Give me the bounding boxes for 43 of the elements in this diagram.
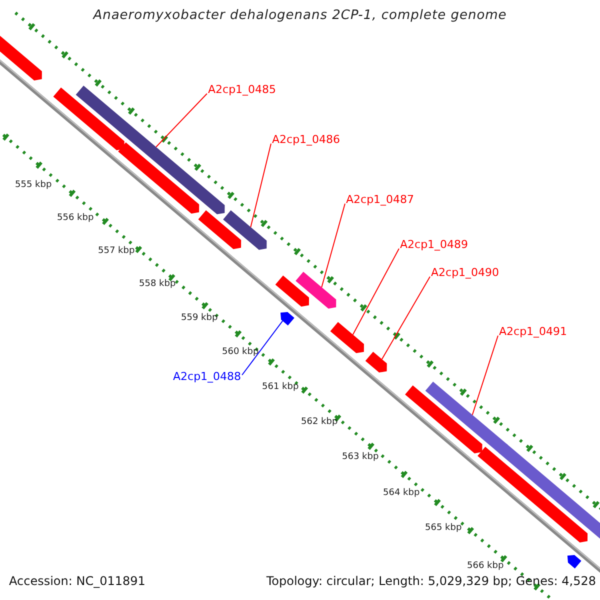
gene-feature [198,210,242,250]
tick-label: 556 kbp [57,213,94,224]
gene-feature [53,87,124,150]
gene-feature [365,352,387,373]
title: Anaeromyxobacter dehalogenans 2CP-1, complete genome [92,9,508,24]
tick-label: 562 kbp [301,417,338,428]
gene-label: A2cp1_0485 [208,84,276,97]
gene-feature [498,444,600,540]
tick-label: 555 kbp [15,180,52,190]
gene-feature [405,385,482,454]
leader-line [381,276,430,360]
tick-label: 559 kbp [181,313,218,324]
leader-line [321,203,346,288]
gene-feature [275,276,310,307]
gene-feature [567,555,582,568]
gene-feature [478,446,588,543]
tick-label: 565 kbp [425,523,462,534]
tick-label: 557 kbp [98,246,135,256]
gene-feature [296,272,336,309]
gene-feature [0,34,42,80]
gene-feature [425,382,508,454]
leader-line [242,320,284,376]
leader-line [250,143,272,228]
gene-feature [118,142,200,214]
gene-label: A2cp1_0490 [431,267,500,280]
leader-line [472,335,498,416]
gene-label: A2cp1_0489 [400,239,468,252]
leader-line [352,248,400,336]
tick-label: 561 kbp [262,382,299,392]
tick-label: 558 kbp [139,279,176,290]
gene-feature [330,322,364,354]
footer-text: Accession: NC_011891 [9,575,146,589]
tick-label: 563 kbp [342,452,379,462]
gene-label: A2cp1_0487 [346,194,414,207]
gene-label: A2cp1_0491 [499,326,568,339]
gene-label: A2cp1_0486 [272,134,340,147]
footer-text: Topology: circular; Length: 5,029,329 bp; Genes: 4,528 [266,575,596,589]
gene-feature [223,210,267,250]
gene-label: A2cp1_0488 [173,371,242,384]
tick-label: 564 kbp [383,488,420,498]
gene-feature [280,312,294,326]
tick-label: 566 kbp [467,561,504,572]
tick-label: 560 kbp [222,347,259,358]
